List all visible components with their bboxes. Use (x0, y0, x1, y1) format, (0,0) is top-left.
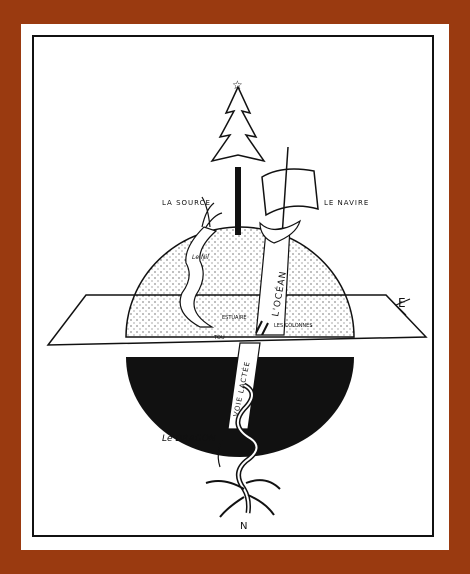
label-le-nil: Le Nil (192, 254, 209, 261)
label-le-navire: LE NAVIRE (324, 199, 369, 207)
illustration-border: ☆ LA SOURCE LE NAVIRE Le Nil L'OCÉAN (32, 35, 434, 537)
label-n: N (240, 521, 247, 532)
outer-frame: ☆ LA SOURCE LE NAVIRE Le Nil L'OCÉAN (12, 12, 458, 562)
label-la-source: LA SOURCE (162, 199, 211, 207)
fir-tree (212, 87, 264, 161)
label-le-dragon: Le DRAGON (162, 434, 216, 444)
label-estuaire: ESTUAIRE (222, 315, 247, 321)
label-e: E (398, 296, 406, 310)
cosmos-diagram: ☆ LA SOURCE LE NAVIRE Le Nil L'OCÉAN (34, 37, 432, 535)
ship-sail (262, 169, 318, 215)
illustration-card: ☆ LA SOURCE LE NAVIRE Le Nil L'OCÉAN (21, 24, 449, 550)
label-les-colonnes: LES COLONNES (274, 323, 313, 329)
label-tou: TOU (213, 335, 225, 341)
star-icon: ☆ (232, 78, 243, 92)
